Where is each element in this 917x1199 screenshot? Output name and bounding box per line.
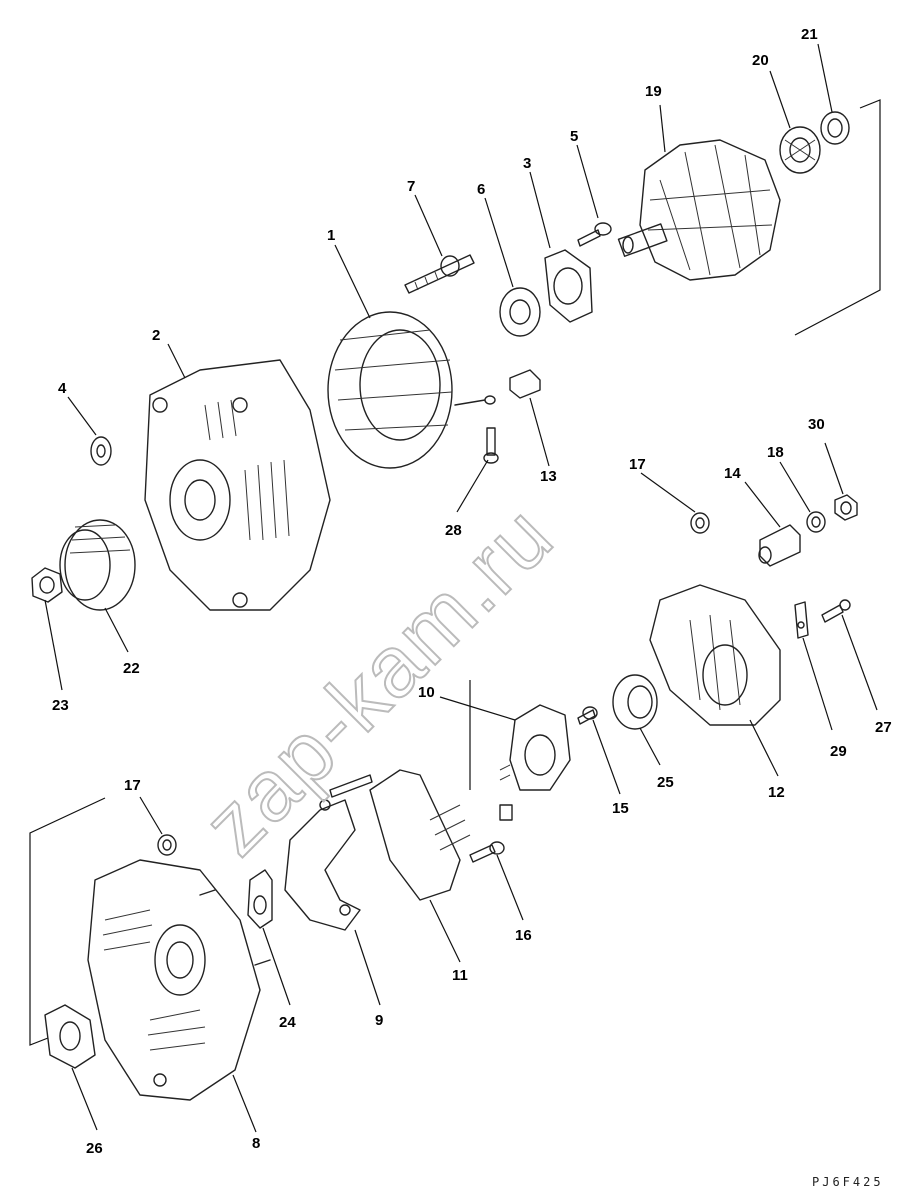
callout-18: 18	[767, 444, 784, 461]
callout-1: 1	[327, 227, 335, 244]
callout-14: 14	[724, 465, 741, 482]
callout-23: 23	[52, 697, 69, 714]
callout-15: 15	[612, 800, 629, 817]
part-30-nut	[834, 494, 858, 521]
callout-19: 19	[645, 83, 662, 100]
part-11-regulator	[369, 769, 471, 901]
part-25-bushing	[612, 674, 658, 730]
part-15-screw	[577, 706, 598, 725]
part-3-plate	[544, 249, 593, 323]
part-22-pulley	[59, 519, 136, 611]
callout-16: 16	[515, 927, 532, 944]
callout-13: 13	[540, 468, 557, 485]
part-12-rear-cover	[649, 584, 781, 726]
part-29-terminal-plate	[794, 601, 809, 639]
callout-17-upper: 17	[629, 456, 646, 473]
callout-27: 27	[875, 719, 892, 736]
callout-26: 26	[86, 1140, 103, 1157]
part-18-nut	[806, 511, 826, 533]
part-27-bolt	[821, 599, 851, 623]
callout-9: 9	[375, 1012, 383, 1029]
part-1-stator	[327, 311, 496, 469]
part-24-gasket	[247, 869, 273, 929]
callout-8: 8	[252, 1135, 260, 1152]
callout-6: 6	[477, 181, 485, 198]
callout-17-lower: 17	[124, 777, 141, 794]
callout-10: 10	[418, 684, 435, 701]
part-7-stud	[404, 254, 475, 294]
callout-29: 29	[830, 743, 847, 760]
part-10-brush-holder	[469, 680, 571, 821]
part-13-clip	[509, 369, 541, 399]
part-20-bearing	[779, 126, 821, 174]
leader-lines	[44, 43, 878, 1133]
part-23-nut	[31, 567, 63, 603]
callout-21: 21	[801, 26, 818, 43]
part-26-gasket	[44, 1004, 96, 1069]
part-2-front-housing	[144, 359, 331, 611]
figure-code: PJ6F425	[812, 1175, 884, 1189]
callout-24: 24	[279, 1014, 296, 1031]
part-19-rotor	[617, 139, 781, 281]
part-17-nut-lower	[157, 834, 177, 856]
part-16-screw	[469, 841, 505, 863]
part-14-terminal	[758, 524, 801, 567]
callout-7: 7	[407, 178, 415, 195]
callout-2: 2	[152, 327, 160, 344]
part-28-screw	[483, 427, 499, 464]
callout-4: 4	[58, 380, 67, 397]
assembly-bracket-upper	[794, 99, 881, 336]
callout-3: 3	[523, 155, 531, 172]
assembly-bracket-lower	[29, 797, 106, 1046]
callout-numbers: 1 2 3 4 5 6 7 8 9 10 11 12 13 14 15 16 1…	[52, 26, 892, 1157]
part-8-rear-housing	[87, 859, 271, 1101]
part-17-nut-upper	[690, 512, 710, 534]
callout-30: 30	[808, 416, 825, 433]
part-4-washer	[90, 436, 112, 466]
callout-12: 12	[768, 784, 785, 801]
part-9-rectifier	[284, 774, 373, 931]
callout-25: 25	[657, 774, 674, 791]
callout-22: 22	[123, 660, 140, 677]
part-6-bearing	[499, 287, 541, 337]
watermark-text: zap-kam.ru	[186, 487, 572, 873]
callout-20: 20	[752, 52, 769, 69]
part-21-washer	[820, 111, 850, 145]
callout-5: 5	[570, 128, 578, 145]
callout-28: 28	[445, 522, 462, 539]
part-5-bolt	[577, 222, 612, 247]
callout-11: 11	[452, 967, 468, 984]
